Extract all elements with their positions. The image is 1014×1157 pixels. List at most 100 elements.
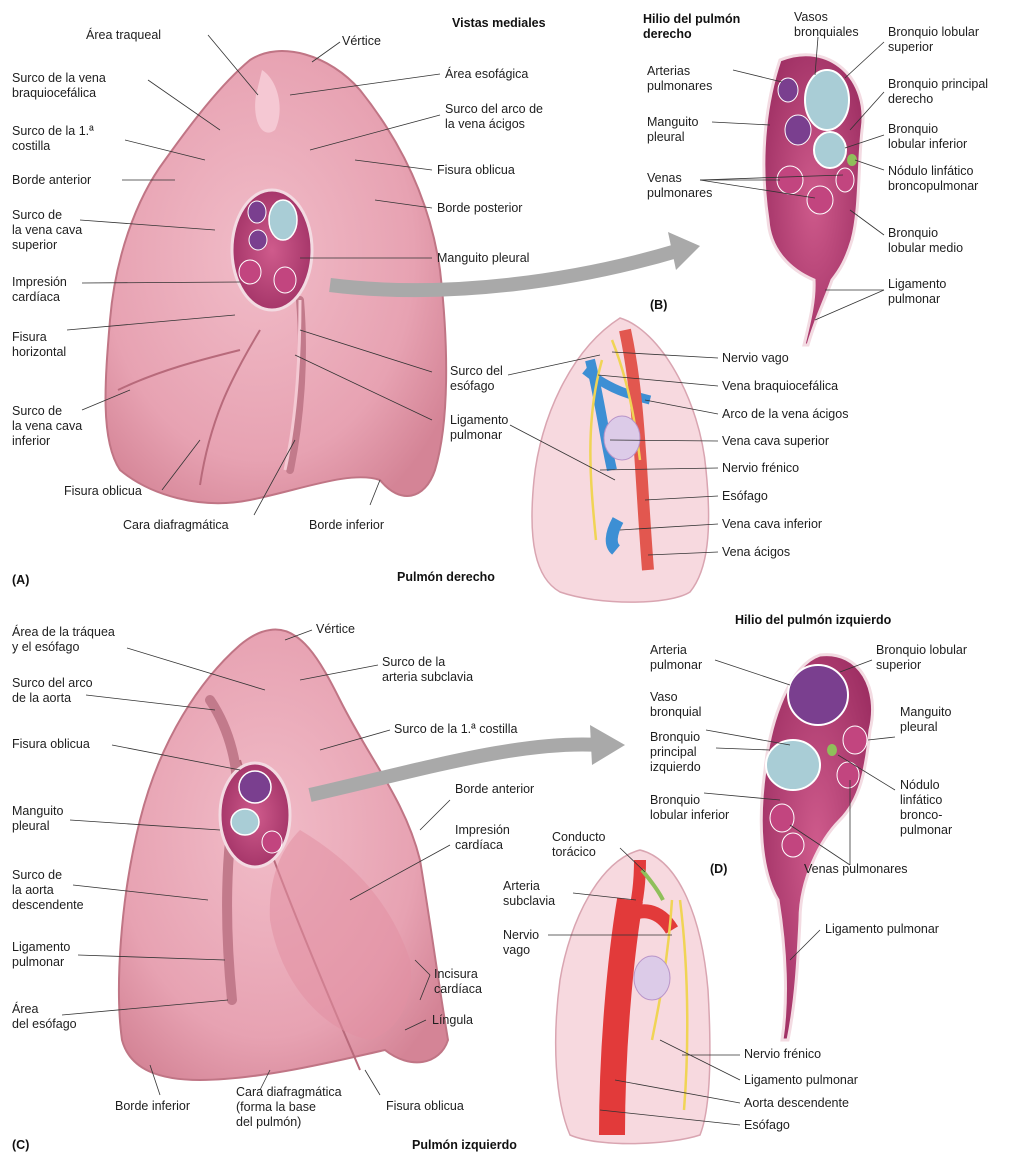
label-aorta-descendente: Aorta descendente	[744, 1096, 849, 1111]
label-manguito-pleural-b: Manguito pleural	[647, 115, 698, 145]
left-hilum-bronchus	[766, 740, 820, 790]
label-impresion-cardiaca-a: Impresión cardíaca	[12, 275, 67, 305]
label-fisura-oblicua-a-left: Fisura oblicua	[64, 484, 142, 499]
left-lung-hilum-vein	[262, 831, 282, 853]
label-ligamento-pulmonar-l: Ligamento pulmonar	[744, 1073, 858, 1088]
right-inset-vena-cava-inferior	[612, 520, 618, 550]
right-lung-hilum-vein-1	[239, 260, 261, 284]
label-bronquio-lobular-inferior-d: Bronquio lobular inferior	[650, 793, 729, 823]
label-fisura-oblicua-c-bottom: Fisura oblicua	[386, 1099, 464, 1114]
left-lung-hilum-artery	[239, 771, 271, 803]
left-hilum-vein-1	[843, 726, 867, 754]
left-lung-medial	[119, 630, 448, 1080]
panel-label-b: (B)	[650, 298, 667, 313]
right-hilum-bronchus-upper	[805, 70, 849, 130]
label-vertice-c: Vértice	[316, 622, 355, 637]
label-fisura-horizontal: Fisura horizontal	[12, 330, 66, 360]
label-bronquio-lobular-inferior-b: Bronquio lobular inferior	[888, 122, 967, 152]
label-fisura-oblicua-a-right: Fisura oblicua	[437, 163, 515, 178]
label-bronquio-principal-izquierdo: Bronquio principal izquierdo	[650, 730, 701, 775]
label-manguito-pleural-a: Manguito pleural	[437, 251, 529, 266]
label-nervio-vago-l: Nervio vago	[503, 928, 539, 958]
label-lingula: Língula	[432, 1013, 473, 1028]
label-cara-diafragmatica-a: Cara diafragmática	[123, 518, 229, 533]
left-hilum-detail	[761, 655, 872, 1040]
heading-hilum-left: Hilio del pulmón izquierdo	[735, 613, 891, 628]
label-incisura-cardiaca: Incisura cardíaca	[434, 967, 482, 997]
label-surco-arteria-subclavia: Surco de la arteria subclavia	[382, 655, 473, 685]
label-surco-braquiocefalica: Surco de la vena braquiocefálica	[12, 71, 106, 101]
left-lung-hilum-bronchus	[231, 809, 259, 835]
label-surco-vena-cava-inferior: Surco de la vena cava inferior	[12, 404, 82, 449]
label-manguito-pleural-d: Manguito pleural	[900, 705, 951, 735]
arrow-c-to-d-head	[590, 725, 625, 765]
label-surco-vena-cava-superior: Surco de la vena cava superior	[12, 208, 82, 253]
right-lung-hilum-artery-1	[248, 201, 266, 223]
label-arteria-subclavia: Arteria subclavia	[503, 879, 555, 909]
label-borde-inferior-c: Borde inferior	[115, 1099, 190, 1114]
label-ligamento-pulmonar-a: Ligamento pulmonar	[450, 413, 508, 443]
label-bronquio-lobular-medio: Bronquio lobular medio	[888, 226, 963, 256]
left-inset-hilum	[634, 956, 670, 1000]
label-surco-1-costilla-c: Surco de la 1.ª costilla	[394, 722, 517, 737]
label-fisura-oblicua-c-top: Fisura oblicua	[12, 737, 90, 752]
label-vena-cava-superior: Vena cava superior	[722, 434, 829, 449]
label-venas-pulmonares-b: Venas pulmonares	[647, 171, 712, 201]
right-hilum-vein-2	[807, 186, 833, 214]
label-borde-anterior-a: Borde anterior	[12, 173, 91, 188]
label-ligamento-pulmonar-b: Ligamento pulmonar	[888, 277, 946, 307]
left-hilum-vein-3	[770, 804, 794, 832]
label-arco-acigos: Arco de la vena ácigos	[722, 407, 848, 422]
label-vertice: Vértice	[342, 34, 381, 49]
label-vasos-bronquiales: Vasos bronquiales	[794, 10, 859, 40]
label-ligamento-pulmonar-d: Ligamento pulmonar	[825, 922, 939, 937]
heading-left-lung: Pulmón izquierdo	[412, 1138, 517, 1153]
label-impresion-cardiaca-c: Impresión cardíaca	[455, 823, 510, 853]
label-nervio-frenico-l: Nervio frénico	[744, 1047, 821, 1062]
label-vena-cava-inferior: Vena cava inferior	[722, 517, 822, 532]
right-hilum-detail	[764, 55, 863, 345]
label-area-esofago-c: Área del esófago	[12, 1002, 77, 1032]
label-surco-aorta-descendente: Surco de la aorta descendente	[12, 868, 84, 913]
right-hilum-artery-2	[785, 115, 811, 145]
panel-label-c: (C)	[12, 1138, 29, 1153]
label-manguito-pleural-c: Manguito pleural	[12, 804, 63, 834]
label-vena-acigos: Vena ácigos	[722, 545, 790, 560]
right-lung-hilum-artery-2	[249, 230, 267, 250]
right-hilum-bronchus-lower	[814, 132, 846, 168]
label-nodulo-linfatico-b: Nódulo linfático broncopulmonar	[888, 164, 978, 194]
label-arterias-pulmonares: Arterias pulmonares	[647, 64, 712, 94]
label-vaso-bronquial: Vaso bronquial	[650, 690, 701, 720]
label-esofago-r: Esófago	[722, 489, 768, 504]
label-bronquio-principal-derecho: Bronquio principal derecho	[888, 77, 988, 107]
arrow-a-to-b-head	[668, 232, 700, 270]
label-bronquio-lobular-superior-d: Bronquio lobular superior	[876, 643, 967, 673]
heading-right-lung: Pulmón derecho	[397, 570, 495, 585]
panel-label-d: (D)	[710, 862, 727, 877]
label-surco-esofago: Surco del esófago	[450, 364, 503, 394]
label-nervio-vago-r: Nervio vago	[722, 351, 789, 366]
label-nodulo-linfatico-d: Nódulo linfático bronco- pulmonar	[900, 778, 952, 838]
heading-hilum-right: Hilio del pulmón derecho	[643, 12, 740, 42]
left-hilum-lymph-node	[827, 744, 837, 756]
label-cara-diafragmatica-c: Cara diafragmática (forma la base del pu…	[236, 1085, 342, 1130]
label-venas-pulmonares-d: Venas pulmonares	[804, 862, 908, 877]
label-ligamento-pulmonar-c: Ligamento pulmonar	[12, 940, 70, 970]
label-borde-anterior-c: Borde anterior	[455, 782, 534, 797]
right-hilum-vein-1	[777, 166, 803, 194]
right-inset-hilum	[604, 416, 640, 460]
label-surco-arco-acigos: Surco del arco de la vena ácigos	[445, 102, 543, 132]
label-borde-posterior: Borde posterior	[437, 201, 522, 216]
right-lung-medial	[106, 51, 447, 503]
label-conducto-toracico: Conducto torácico	[552, 830, 606, 860]
label-borde-inferior-a: Borde inferior	[309, 518, 384, 533]
left-hilum-artery	[788, 665, 848, 725]
heading-medial-views: Vistas mediales	[452, 16, 546, 31]
label-surco-1-costilla: Surco de la 1.ª costilla	[12, 124, 94, 154]
right-hilum-vein-3	[836, 168, 854, 192]
left-hilum-vein-4	[782, 833, 804, 857]
label-esofago-l: Esófago	[744, 1118, 790, 1133]
label-bronquio-lobular-superior-b: Bronquio lobular superior	[888, 25, 979, 55]
right-lung-hilum-bronchus	[269, 200, 297, 240]
panel-label-a: (A)	[12, 573, 29, 588]
